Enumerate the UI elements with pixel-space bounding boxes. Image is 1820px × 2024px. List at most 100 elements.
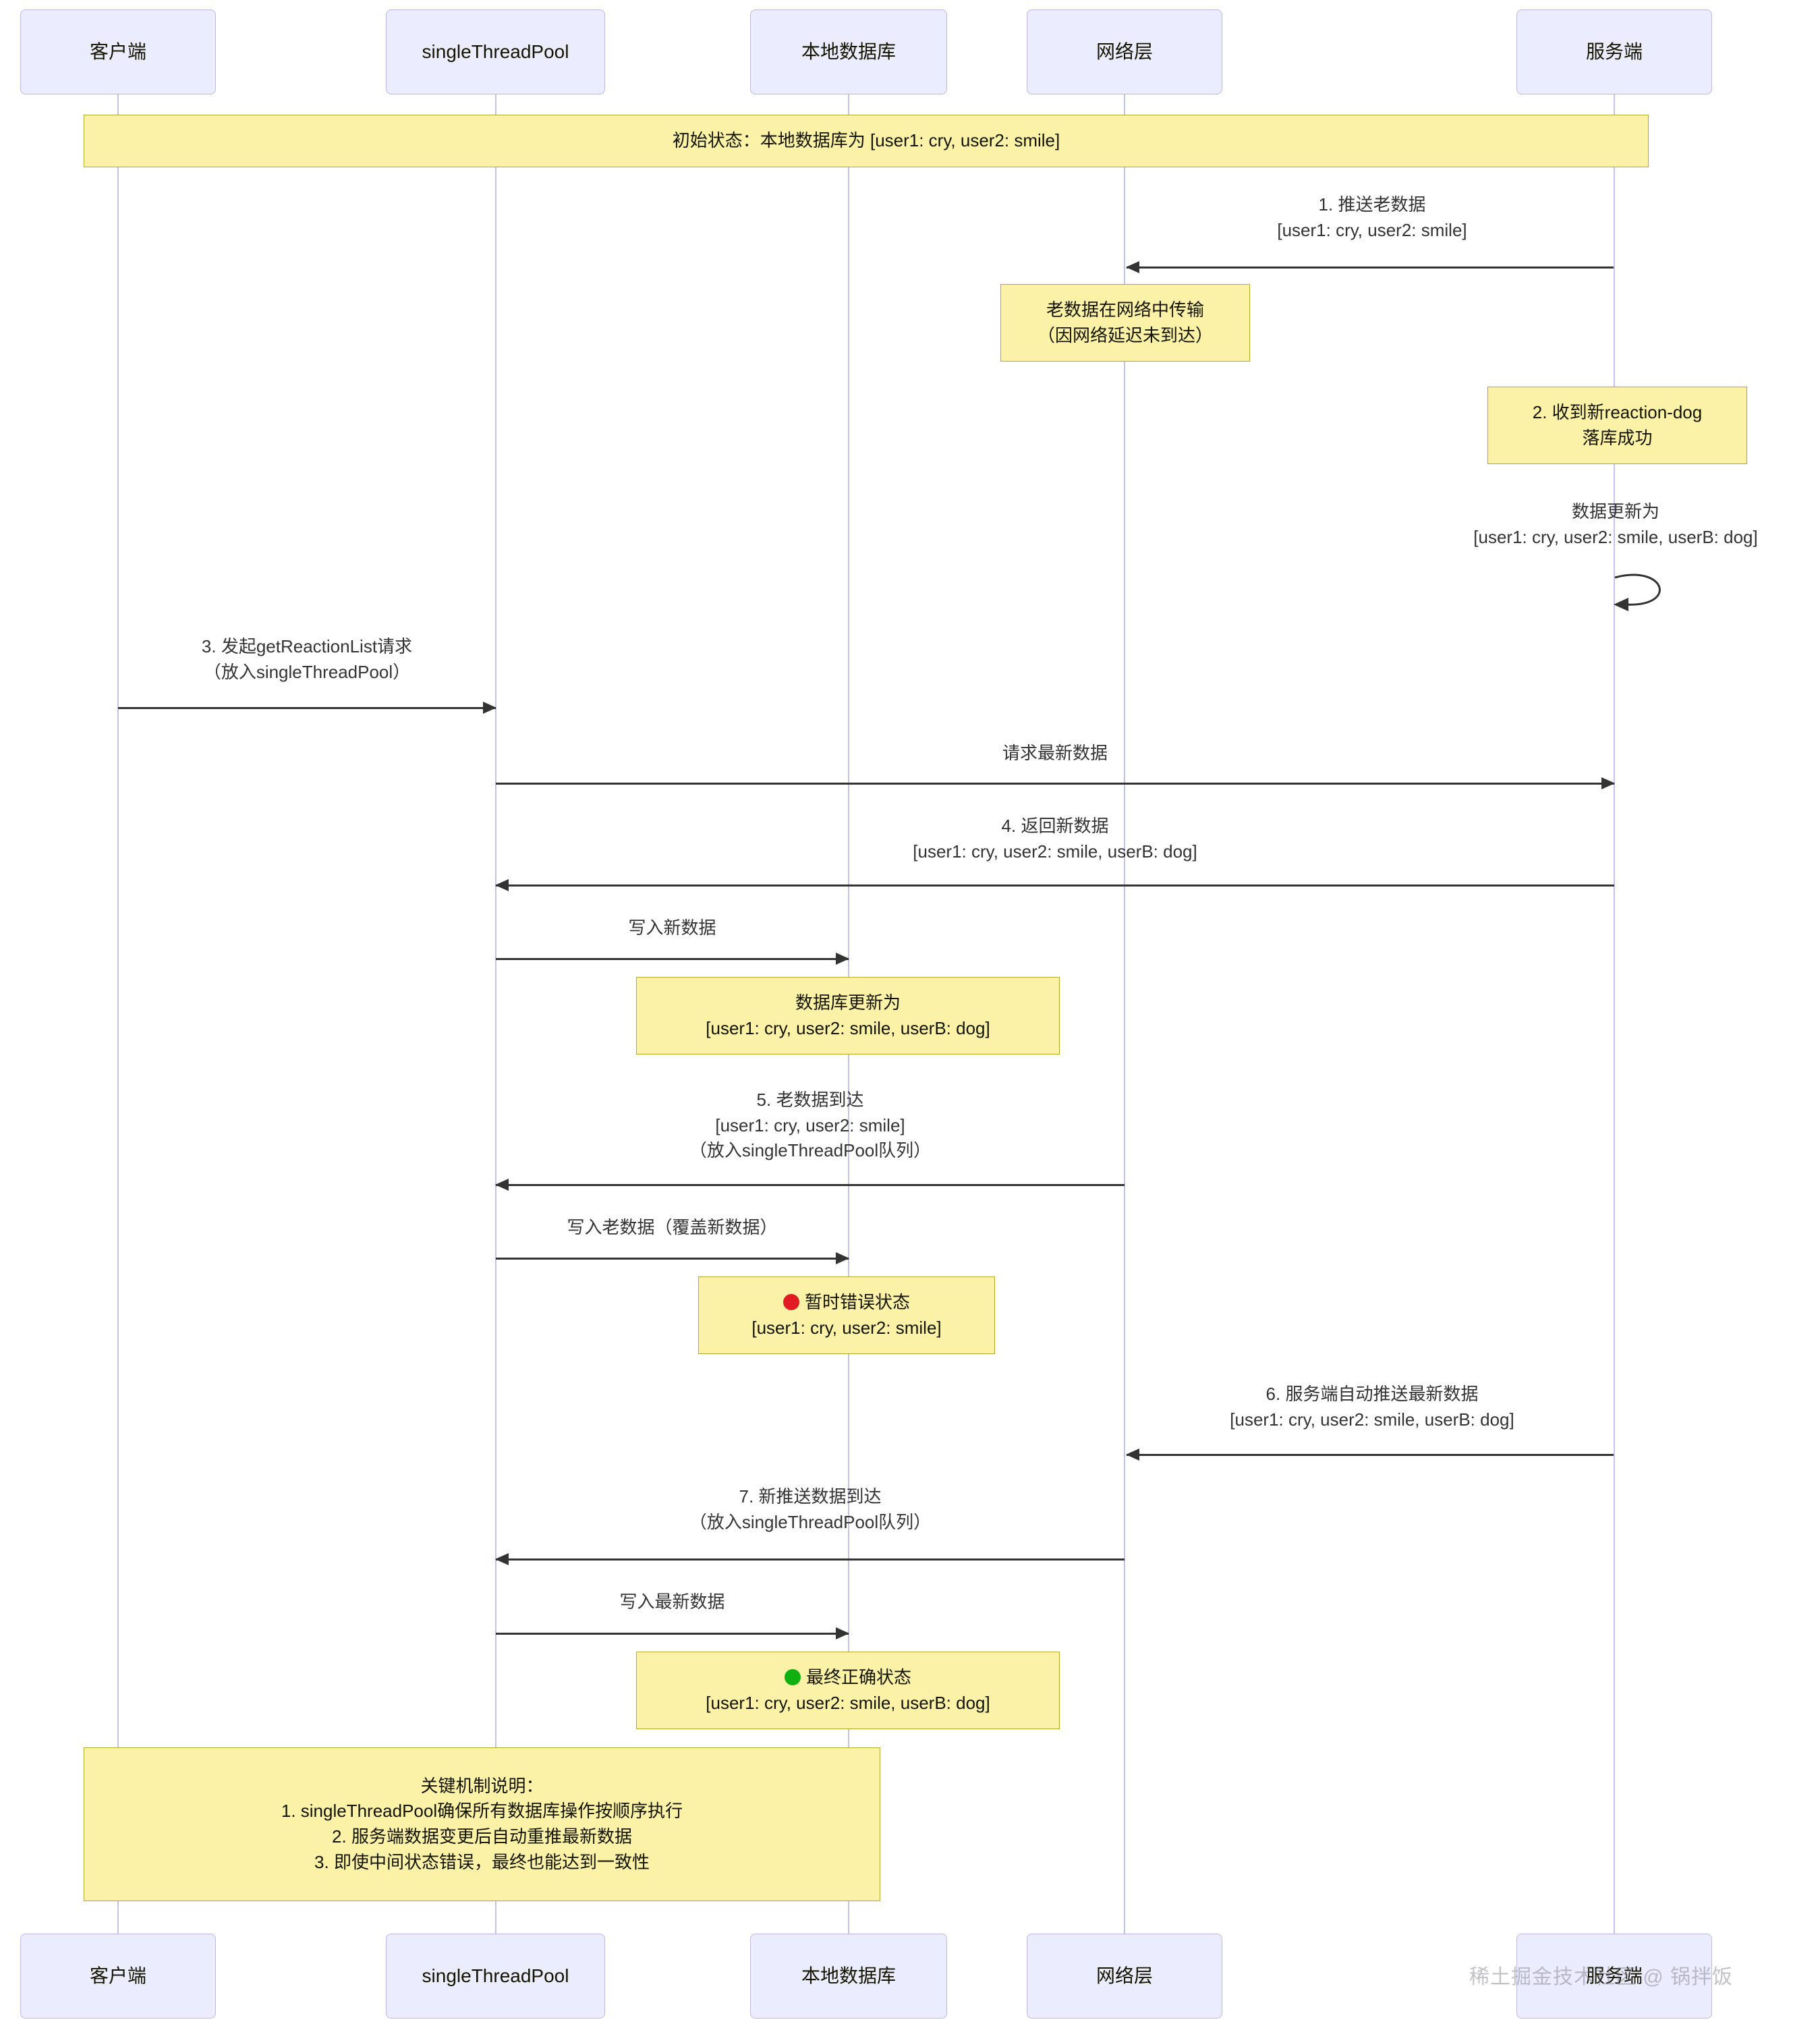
note-final-correct-state: 最终正确状态 [user1: cry, user2: smile, userB:…	[636, 1652, 1060, 1729]
message-label-m4-resp-line-1: 4. 返回新数据	[1001, 816, 1109, 836]
actor-label-localdb-top: 本地数据库	[801, 41, 896, 63]
message-label-m4-write-line-1: 写入新数据	[628, 918, 716, 938]
message-arrow-m6	[1126, 1449, 1614, 1461]
ok-status-dot-icon	[784, 1668, 801, 1685]
message-label-m5-line-3: （放入singleThreadPool队列）	[689, 1140, 932, 1161]
message-label-m6: 6. 服务端自动推送最新数据 [user1: cry, user2: smile…	[1131, 1382, 1614, 1432]
arrow-head-left-icon	[495, 1179, 509, 1191]
message-label-m7-write: 写入最新数据	[496, 1590, 849, 1615]
arrow-head-left-icon	[495, 879, 509, 891]
message-arrow-m4-req	[496, 777, 1615, 789]
message-label-m4-req: 请求最新数据	[496, 741, 1614, 766]
message-label-m7-line-1: 7. 新推送数据到达	[739, 1486, 882, 1507]
message-label-m1-line-1: 1. 推送老数据	[1318, 194, 1426, 215]
note-temp-error-line-2: [user1: cry, user2: smile]	[751, 1317, 942, 1338]
actor-label-client-bottom: 客户端	[89, 1965, 146, 1987]
message-label-m3-line-1: 3. 发起getReactionList请求	[201, 636, 413, 656]
actor-label-pool-bottom: singleThreadPool	[422, 1965, 569, 1987]
arrow-head-right-icon	[836, 1252, 849, 1264]
note-final-correct-line-2: [user1: cry, user2: smile, userB: dog]	[706, 1692, 990, 1713]
note-server-reaction-line-1: 2. 收到新reaction-dog	[1532, 401, 1703, 422]
message-label-m5-write-line-1: 写入老数据（覆盖新数据）	[567, 1217, 778, 1237]
actor-box-pool-top[interactable]: singleThreadPool	[386, 9, 605, 94]
message-label-m5-write: 写入老数据（覆盖新数据）	[496, 1215, 849, 1241]
message-label-m5: 5. 老数据到达 [user1: cry, user2: smile] （放入s…	[496, 1088, 1125, 1164]
note-server-received-reaction: 2. 收到新reaction-dog 落库成功	[1487, 387, 1747, 464]
message-label-m5-line-1: 5. 老数据到达	[756, 1090, 864, 1110]
message-label-m4-write: 写入新数据	[496, 916, 849, 941]
note-temp-error-title: 暂时错误状态	[804, 1291, 910, 1312]
note-key-mechanism-line-3: 2. 服务端数据变更后自动重推最新数据	[332, 1826, 632, 1847]
actor-box-network-top[interactable]: 网络层	[1027, 9, 1222, 94]
actor-label-pool-top: singleThreadPool	[422, 41, 569, 63]
actor-box-server-bottom[interactable]: 服务端	[1516, 1934, 1712, 2019]
actor-label-localdb-bottom: 本地数据库	[801, 1965, 896, 1987]
message-label-m5-line-2: [user1: cry, user2: smile]	[715, 1115, 905, 1135]
note-key-mechanism-line-2: 1. singleThreadPool确保所有数据库操作按顺序执行	[281, 1801, 683, 1822]
arrow-head-right-icon	[836, 953, 849, 965]
note-final-correct-title: 最终正确状态	[805, 1666, 911, 1687]
note-initial-state: 初始状态：本地数据库为 [user1: cry, user2: smile]	[84, 115, 1649, 167]
watermark-text: 稀土掘金技术社区 @ 锅拌饭	[1469, 1966, 1734, 1988]
lifeline-pool	[495, 94, 496, 1934]
message-arrow-m7-write	[496, 1627, 849, 1639]
message-arrow-m7	[495, 1553, 1125, 1565]
note-initial-state-line-1: 初始状态：本地数据库为 [user1: cry, user2: smile]	[672, 130, 1060, 151]
message-label-m7: 7. 新推送数据到达 （放入singleThreadPool队列）	[496, 1484, 1125, 1535]
arrow-head-left-icon	[1126, 261, 1139, 273]
message-label-m1-line-2: [user1: cry, user2: smile]	[1277, 219, 1467, 240]
self-message-loop-server	[1599, 567, 1686, 614]
error-status-dot-icon	[783, 1293, 799, 1310]
note-db-updated-new: 数据库更新为 [user1: cry, user2: smile, userB:…	[636, 977, 1060, 1055]
lifeline-network	[1124, 94, 1125, 1934]
note-key-mechanism: 关键机制说明： 1. singleThreadPool确保所有数据库操作按顺序执…	[84, 1747, 880, 1901]
arrow-head-left-icon	[495, 1553, 509, 1565]
note-db-updated-line-2: [user1: cry, user2: smile, userB: dog]	[706, 1017, 990, 1038]
note-old-data-in-transit: 老数据在网络中传输 （因网络延迟未到达）	[1000, 284, 1250, 362]
message-arrow-m1	[1126, 261, 1614, 273]
actor-box-client-top[interactable]: 客户端	[20, 9, 216, 94]
note-old-data-line-2: （因网络延迟未到达）	[1037, 325, 1213, 345]
actor-box-server-top[interactable]: 服务端	[1516, 9, 1712, 94]
message-label-m6-line-2: [user1: cry, user2: smile, userB: dog]	[1230, 1409, 1514, 1430]
actor-box-client-bottom[interactable]: 客户端	[20, 1934, 216, 2019]
message-label-m6-line-1: 6. 服务端自动推送最新数据	[1266, 1384, 1479, 1404]
note-server-reaction-line-2: 落库成功	[1582, 427, 1653, 448]
actor-box-localdb-bottom[interactable]: 本地数据库	[750, 1934, 947, 2019]
message-label-m4-req-line-1: 请求最新数据	[1002, 743, 1108, 763]
message-label-m2-line-2: [user1: cry, user2: smile, userB: dog]	[1473, 526, 1758, 547]
note-temp-error-line-1: 暂时错误状态	[783, 1290, 910, 1316]
note-db-updated-line-1: 数据库更新为	[795, 992, 901, 1013]
message-label-m4-resp: 4. 返回新数据 [user1: cry, user2: smile, user…	[496, 814, 1614, 864]
actor-label-server-bottom: 服务端	[1585, 1965, 1643, 1987]
message-label-m1: 1. 推送老数据 [user1: cry, user2: smile]	[1131, 192, 1614, 243]
message-label-m3-line-2: （放入singleThreadPool）	[203, 661, 411, 682]
message-arrow-m4-write	[496, 953, 849, 965]
message-arrow-m3	[118, 702, 496, 714]
actor-label-server-top: 服务端	[1585, 41, 1643, 63]
actor-label-network-top: 网络层	[1096, 41, 1153, 63]
note-old-data-line-1: 老数据在网络中传输	[1046, 299, 1204, 320]
message-arrow-m5-write	[496, 1252, 849, 1264]
arrow-head-right-icon	[1601, 777, 1615, 789]
message-label-m2-self: 数据更新为 [user1: cry, user2: smile, userB: …	[1282, 499, 1820, 550]
actor-label-client-top: 客户端	[89, 41, 146, 63]
lifeline-client	[117, 94, 119, 1934]
note-temp-error-state: 暂时错误状态 [user1: cry, user2: smile]	[698, 1276, 995, 1354]
message-label-m2-line-1: 数据更新为	[1571, 501, 1659, 522]
actor-box-pool-bottom[interactable]: singleThreadPool	[386, 1934, 605, 2019]
lifeline-server	[1614, 94, 1615, 1934]
note-key-mechanism-line-4: 3. 即使中间状态错误，最终也能达到一致性	[314, 1851, 650, 1872]
arrow-head-right-icon	[836, 1627, 849, 1639]
message-label-m7-write-line-1: 写入最新数据	[619, 1592, 725, 1612]
message-label-m7-line-2: （放入singleThreadPool队列）	[689, 1511, 932, 1532]
note-final-correct-line-1: 最终正确状态	[784, 1665, 911, 1691]
arrow-head-left-icon	[1126, 1449, 1139, 1461]
message-arrow-m4-resp	[495, 879, 1614, 891]
arrow-head-right-icon	[483, 702, 496, 714]
actor-box-localdb-top[interactable]: 本地数据库	[750, 9, 947, 94]
message-label-m3: 3. 发起getReactionList请求 （放入singleThreadPo…	[121, 634, 492, 685]
actor-label-network-bottom: 网络层	[1096, 1965, 1153, 1987]
actor-box-network-bottom[interactable]: 网络层	[1027, 1934, 1222, 2019]
